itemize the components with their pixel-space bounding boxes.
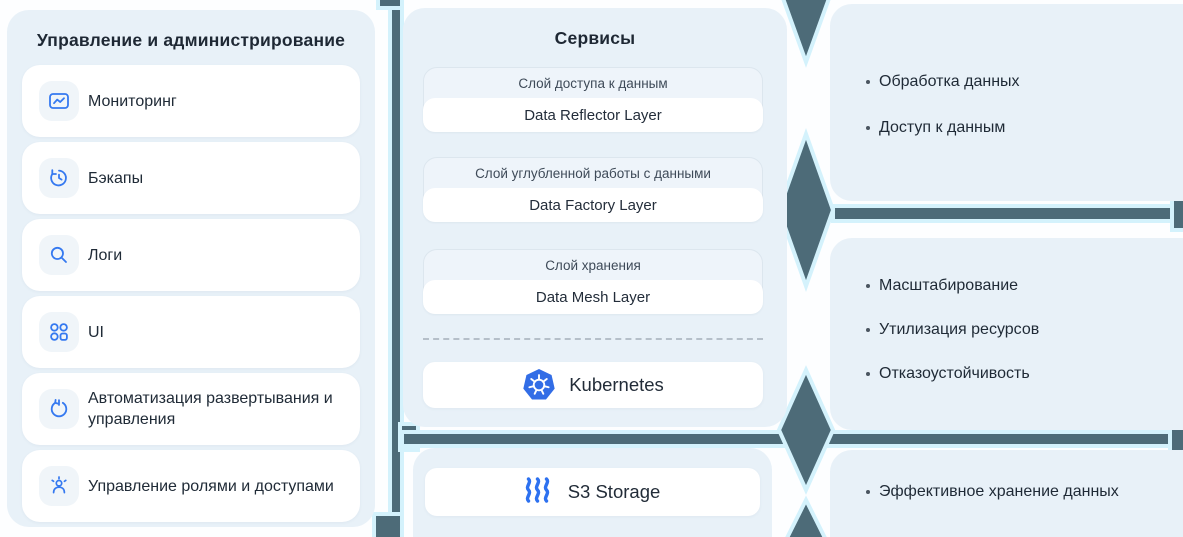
kubernetes-benefits-panel: Масштабирование Утилизация ресурсов Отка…	[830, 238, 1183, 430]
sidebar-item-monitoring: Мониторинг	[22, 65, 360, 137]
sidebar-item-label: Логи	[88, 246, 123, 264]
services-panel: Сервисы Слой доступа к данным Data Refle…	[403, 8, 787, 427]
list-item: Отказоустойчивость	[866, 362, 1030, 386]
bullet-dot	[866, 80, 870, 84]
diamond-arrow-top	[781, 0, 831, 68]
storage-benefits-panel: Эффективное хранение данных	[830, 450, 1183, 537]
diamond-arrow-bottom	[785, 495, 827, 537]
ui-icon	[39, 312, 79, 352]
list-item: Утилизация ресурсов	[866, 318, 1039, 342]
s3-storage-icon	[525, 477, 555, 507]
bullet-text: Утилизация ресурсов	[879, 321, 1040, 338]
storage-panel: S3 Storage	[413, 448, 772, 537]
bullet-dot	[866, 126, 870, 130]
sidebar-item-roles-access: Управление ролями и доступами	[22, 450, 360, 522]
layer-data-factory: Слой углубленной работы с данными Data F…	[423, 157, 763, 222]
diamond-arrow-mid	[776, 128, 836, 292]
automation-icon	[39, 389, 79, 429]
admin-panel-title: Управление и администрирование	[36, 30, 346, 50]
list-item: Масштабирование	[866, 274, 1018, 298]
layer-subtitle: Data Factory Layer	[423, 188, 763, 222]
bullet-text: Обработка данных	[879, 73, 1020, 90]
admin-panel: Управление и администрирование Мониторин…	[7, 10, 375, 527]
list-item: Доступ к данным	[866, 116, 1005, 140]
services-panel-title: Сервисы	[554, 28, 636, 48]
list-item: Обработка данных	[866, 70, 1020, 94]
sidebar-item-logs: Логи	[22, 219, 360, 291]
layer-title: Слой углубленной работы с данными	[475, 165, 711, 181]
sidebar-item-automation: Автоматизация развертывания и управления	[22, 373, 360, 445]
admin-items: Мониторинг Бэкапы	[22, 65, 360, 522]
monitoring-icon	[39, 81, 79, 121]
vertical-bar-top-cap	[376, 0, 404, 10]
kubernetes-card: Kubernetes	[423, 362, 763, 408]
kubernetes-label: Kubernetes	[569, 374, 664, 395]
s3-storage-card: S3 Storage	[425, 468, 760, 516]
horizontal-connector-upper	[831, 204, 1183, 223]
vertical-bar-bottom-cap	[372, 512, 404, 537]
bullet-text: Доступ к данным	[879, 119, 1006, 136]
sidebar-item-label: Мониторинг	[88, 92, 177, 110]
vertical-connector-bar	[388, 0, 404, 537]
bullet-dot	[866, 372, 870, 376]
roles-access-icon	[39, 466, 79, 506]
data-benefits-panel: Обработка данных Доступ к данным	[830, 4, 1183, 201]
bullet-dot	[866, 490, 870, 494]
dashed-divider	[423, 338, 763, 340]
sidebar-item-ui: UI	[22, 296, 360, 368]
bullet-text: Эффективное хранение данных	[879, 483, 1119, 500]
sidebar-item-label: Автоматизация развертывания и управления	[88, 390, 333, 428]
layer-subtitle: Data Mesh Layer	[423, 280, 763, 314]
layer-title: Слой хранения	[545, 257, 641, 273]
logs-icon	[39, 235, 79, 275]
kubernetes-icon	[522, 368, 556, 402]
sidebar-item-label: UI	[88, 323, 104, 341]
sidebar-item-backups: Бэкапы	[22, 142, 360, 214]
s3-storage-label: S3 Storage	[567, 481, 661, 502]
bullet-dot	[866, 328, 870, 332]
list-item: Эффективное хранение данных	[866, 480, 1119, 504]
layer-data-access: Слой доступа к данным Data Reflector Lay…	[423, 67, 763, 132]
bullet-text: Отказоустойчивость	[879, 365, 1030, 382]
layer-storage: Слой хранения Data Mesh Layer	[423, 249, 763, 314]
sidebar-item-label: Бэкапы	[88, 169, 144, 187]
diamond-arrow-lower	[776, 365, 836, 495]
layer-subtitle: Data Reflector Layer	[423, 98, 763, 132]
bullet-text: Масштабирование	[879, 277, 1019, 294]
bullet-dot	[866, 284, 870, 288]
backups-icon	[39, 158, 79, 198]
layer-title: Слой доступа к данным	[518, 75, 668, 91]
sidebar-item-label: Управление ролями и доступами	[88, 477, 334, 495]
upper-bar-right-cap	[1170, 197, 1183, 232]
